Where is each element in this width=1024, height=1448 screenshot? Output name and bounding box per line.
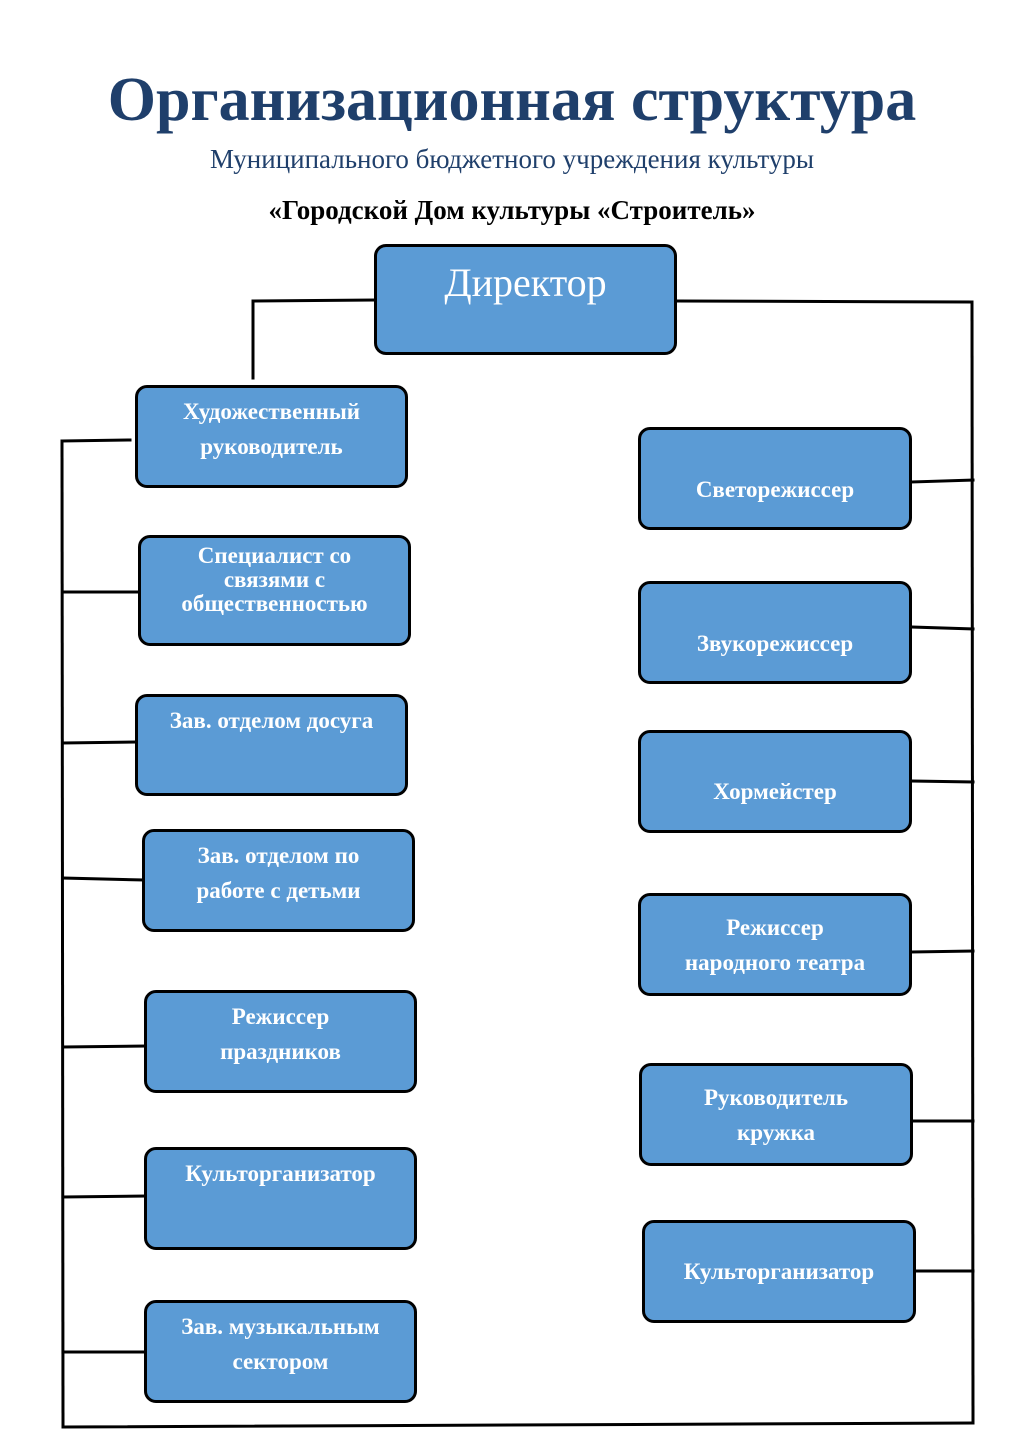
sound-director-box: Звукорежиссер <box>638 581 912 684</box>
cultural-organizer-left-label: Культорганизатор <box>185 1161 376 1186</box>
choirmaster-label: Хормейстер <box>713 779 837 804</box>
lighting-director-box: Светорежиссер <box>638 427 912 530</box>
institution-name: «Городской Дом культуры «Строитель» <box>268 195 756 225</box>
holiday-director-box: Режиссер праздников <box>144 990 417 1093</box>
children-dept-head-box: Зав. отделом по работе с детьми <box>142 829 415 932</box>
folk-theatre-director-box: Режиссер народного театра <box>638 893 912 996</box>
art-director-box: Художественный руководитель <box>135 385 408 488</box>
cultural-organizer-right-label: Культорганизатор <box>683 1259 875 1284</box>
director-box: Директор <box>374 244 677 355</box>
music-sector-head-label: Зав. музыкальным сектором <box>181 1314 380 1374</box>
cultural-organizer-right-box: Культорганизатор <box>642 1220 916 1323</box>
pr-specialist-box: Специалист со связями с общественностью <box>138 535 411 646</box>
club-leader-label: Руководитель кружка <box>704 1084 848 1145</box>
leisure-head-label: Зав. отделом досуга <box>169 708 374 733</box>
leisure-head-box: Зав. отделом досуга <box>135 694 408 796</box>
choirmaster-box: Хормейстер <box>638 730 912 833</box>
music-sector-head-box: Зав. музыкальным сектором <box>144 1300 417 1403</box>
director-label: Директор <box>444 260 607 305</box>
holiday-director-label: Режиссер праздников <box>220 1004 341 1064</box>
folk-theatre-director-label: Режиссер народного театра <box>684 914 866 975</box>
lighting-director-label: Светорежиссер <box>695 477 855 502</box>
page-subtitle: Муниципального бюджетного учреждения кул… <box>209 144 815 174</box>
art-director-label: Художественный руководитель <box>182 399 361 459</box>
sound-director-label: Звукорежиссер <box>696 631 854 656</box>
cultural-organizer-left-box: Культорганизатор <box>144 1147 417 1250</box>
pr-specialist-label: Специалист со связями с общественностью <box>181 543 368 616</box>
children-dept-head-label: Зав. отделом по работе с детьми <box>196 843 361 903</box>
club-leader-box: Руководитель кружка <box>639 1063 913 1166</box>
page-title: Организационная структура <box>107 66 917 134</box>
